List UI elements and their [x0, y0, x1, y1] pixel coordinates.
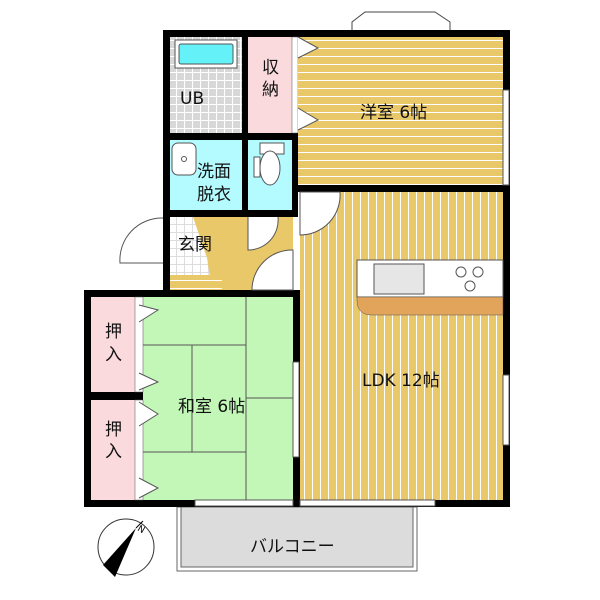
- room-label-balcony: バルコニー: [250, 537, 335, 557]
- room-label-entrance: 玄関: [178, 235, 212, 255]
- room-label-washroom-2: 脱衣: [197, 185, 231, 205]
- unit-bath: UB: [170, 37, 242, 133]
- balcony: [176, 506, 418, 572]
- washroom: 洗面 脱衣: [170, 140, 242, 210]
- compass-label: N: [135, 524, 146, 536]
- room-label-closet2-1: 押: [105, 420, 122, 440]
- bay-window: [351, 11, 451, 32]
- storage: 収 納: [248, 36, 320, 134]
- room-label-storage-2: 納: [262, 80, 279, 100]
- compass-north-arrow-icon: N: [97, 518, 155, 577]
- room-label-closet1-2: 入: [105, 345, 122, 365]
- room-label-unit-bath: UB: [180, 89, 204, 109]
- western-room: 洋室 6帖: [297, 36, 510, 186]
- room-label-japanese: 和室 6帖: [178, 397, 245, 417]
- room-label-ldk: LDK 12帖: [362, 371, 440, 391]
- room-label-closet1-1: 押: [105, 322, 122, 342]
- room-label-closet2-2: 入: [105, 442, 122, 462]
- room-label-washroom-1: 洗面: [197, 162, 231, 182]
- room-label-western: 洋室 6帖: [360, 103, 427, 123]
- toilet-room: [248, 140, 292, 210]
- entrance: 玄関: [119, 216, 294, 291]
- closet-upper: 押 入: [91, 296, 160, 393]
- closet-lower: 押 入: [91, 399, 160, 501]
- room-label-storage-1: 収: [262, 58, 279, 78]
- ldk: LDK 12帖: [299, 191, 510, 507]
- japanese-room: 和室 6帖: [143, 297, 300, 507]
